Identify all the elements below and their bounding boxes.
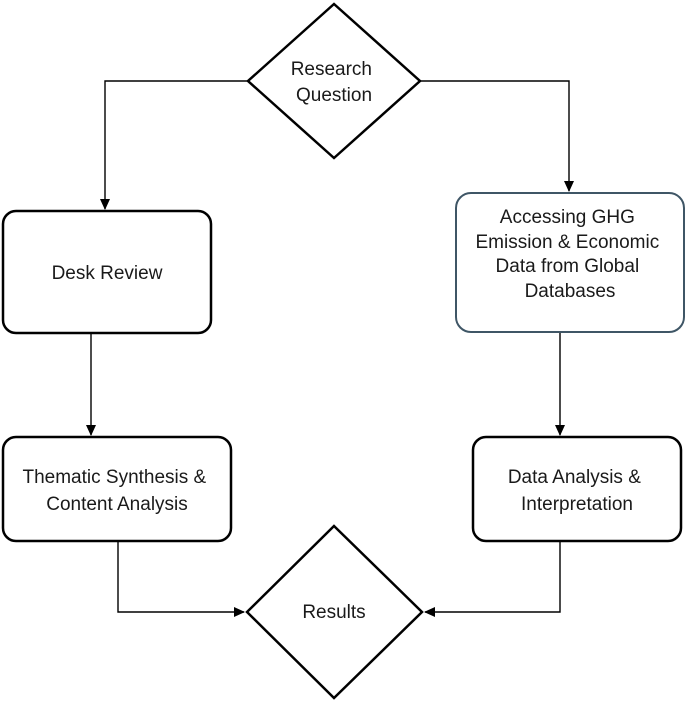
research-question-label: Research Question bbox=[291, 59, 378, 106]
accessing-data-node: Accessing GHG Emission & Economic Data f… bbox=[455, 192, 685, 333]
data-analysis-node: Data Analysis & Interpretation bbox=[471, 435, 683, 543]
desk-review-label: Desk Review bbox=[52, 263, 163, 284]
edge-thematic-to-results bbox=[117, 541, 245, 617]
accessing-data-label: Accessing GHG Emission & Economic Data f… bbox=[475, 207, 664, 302]
results-label: Results bbox=[302, 602, 365, 623]
data-analysis-label: Data Analysis & Interpretation bbox=[508, 467, 646, 515]
desk-review-node: Desk Review bbox=[1, 209, 213, 335]
results-node: Results bbox=[245, 524, 424, 700]
edge-analysis-to-results bbox=[424, 541, 561, 617]
research-question-node: Research Question bbox=[246, 2, 422, 160]
thematic-synthesis-label: Thematic Synthesis & Content Analysis bbox=[22, 467, 211, 515]
thematic-synthesis-node: Thematic Synthesis & Content Analysis bbox=[1, 435, 233, 543]
edge-question-to-desk-review bbox=[100, 80, 248, 210]
edge-question-to-accessing-data bbox=[420, 80, 574, 192]
